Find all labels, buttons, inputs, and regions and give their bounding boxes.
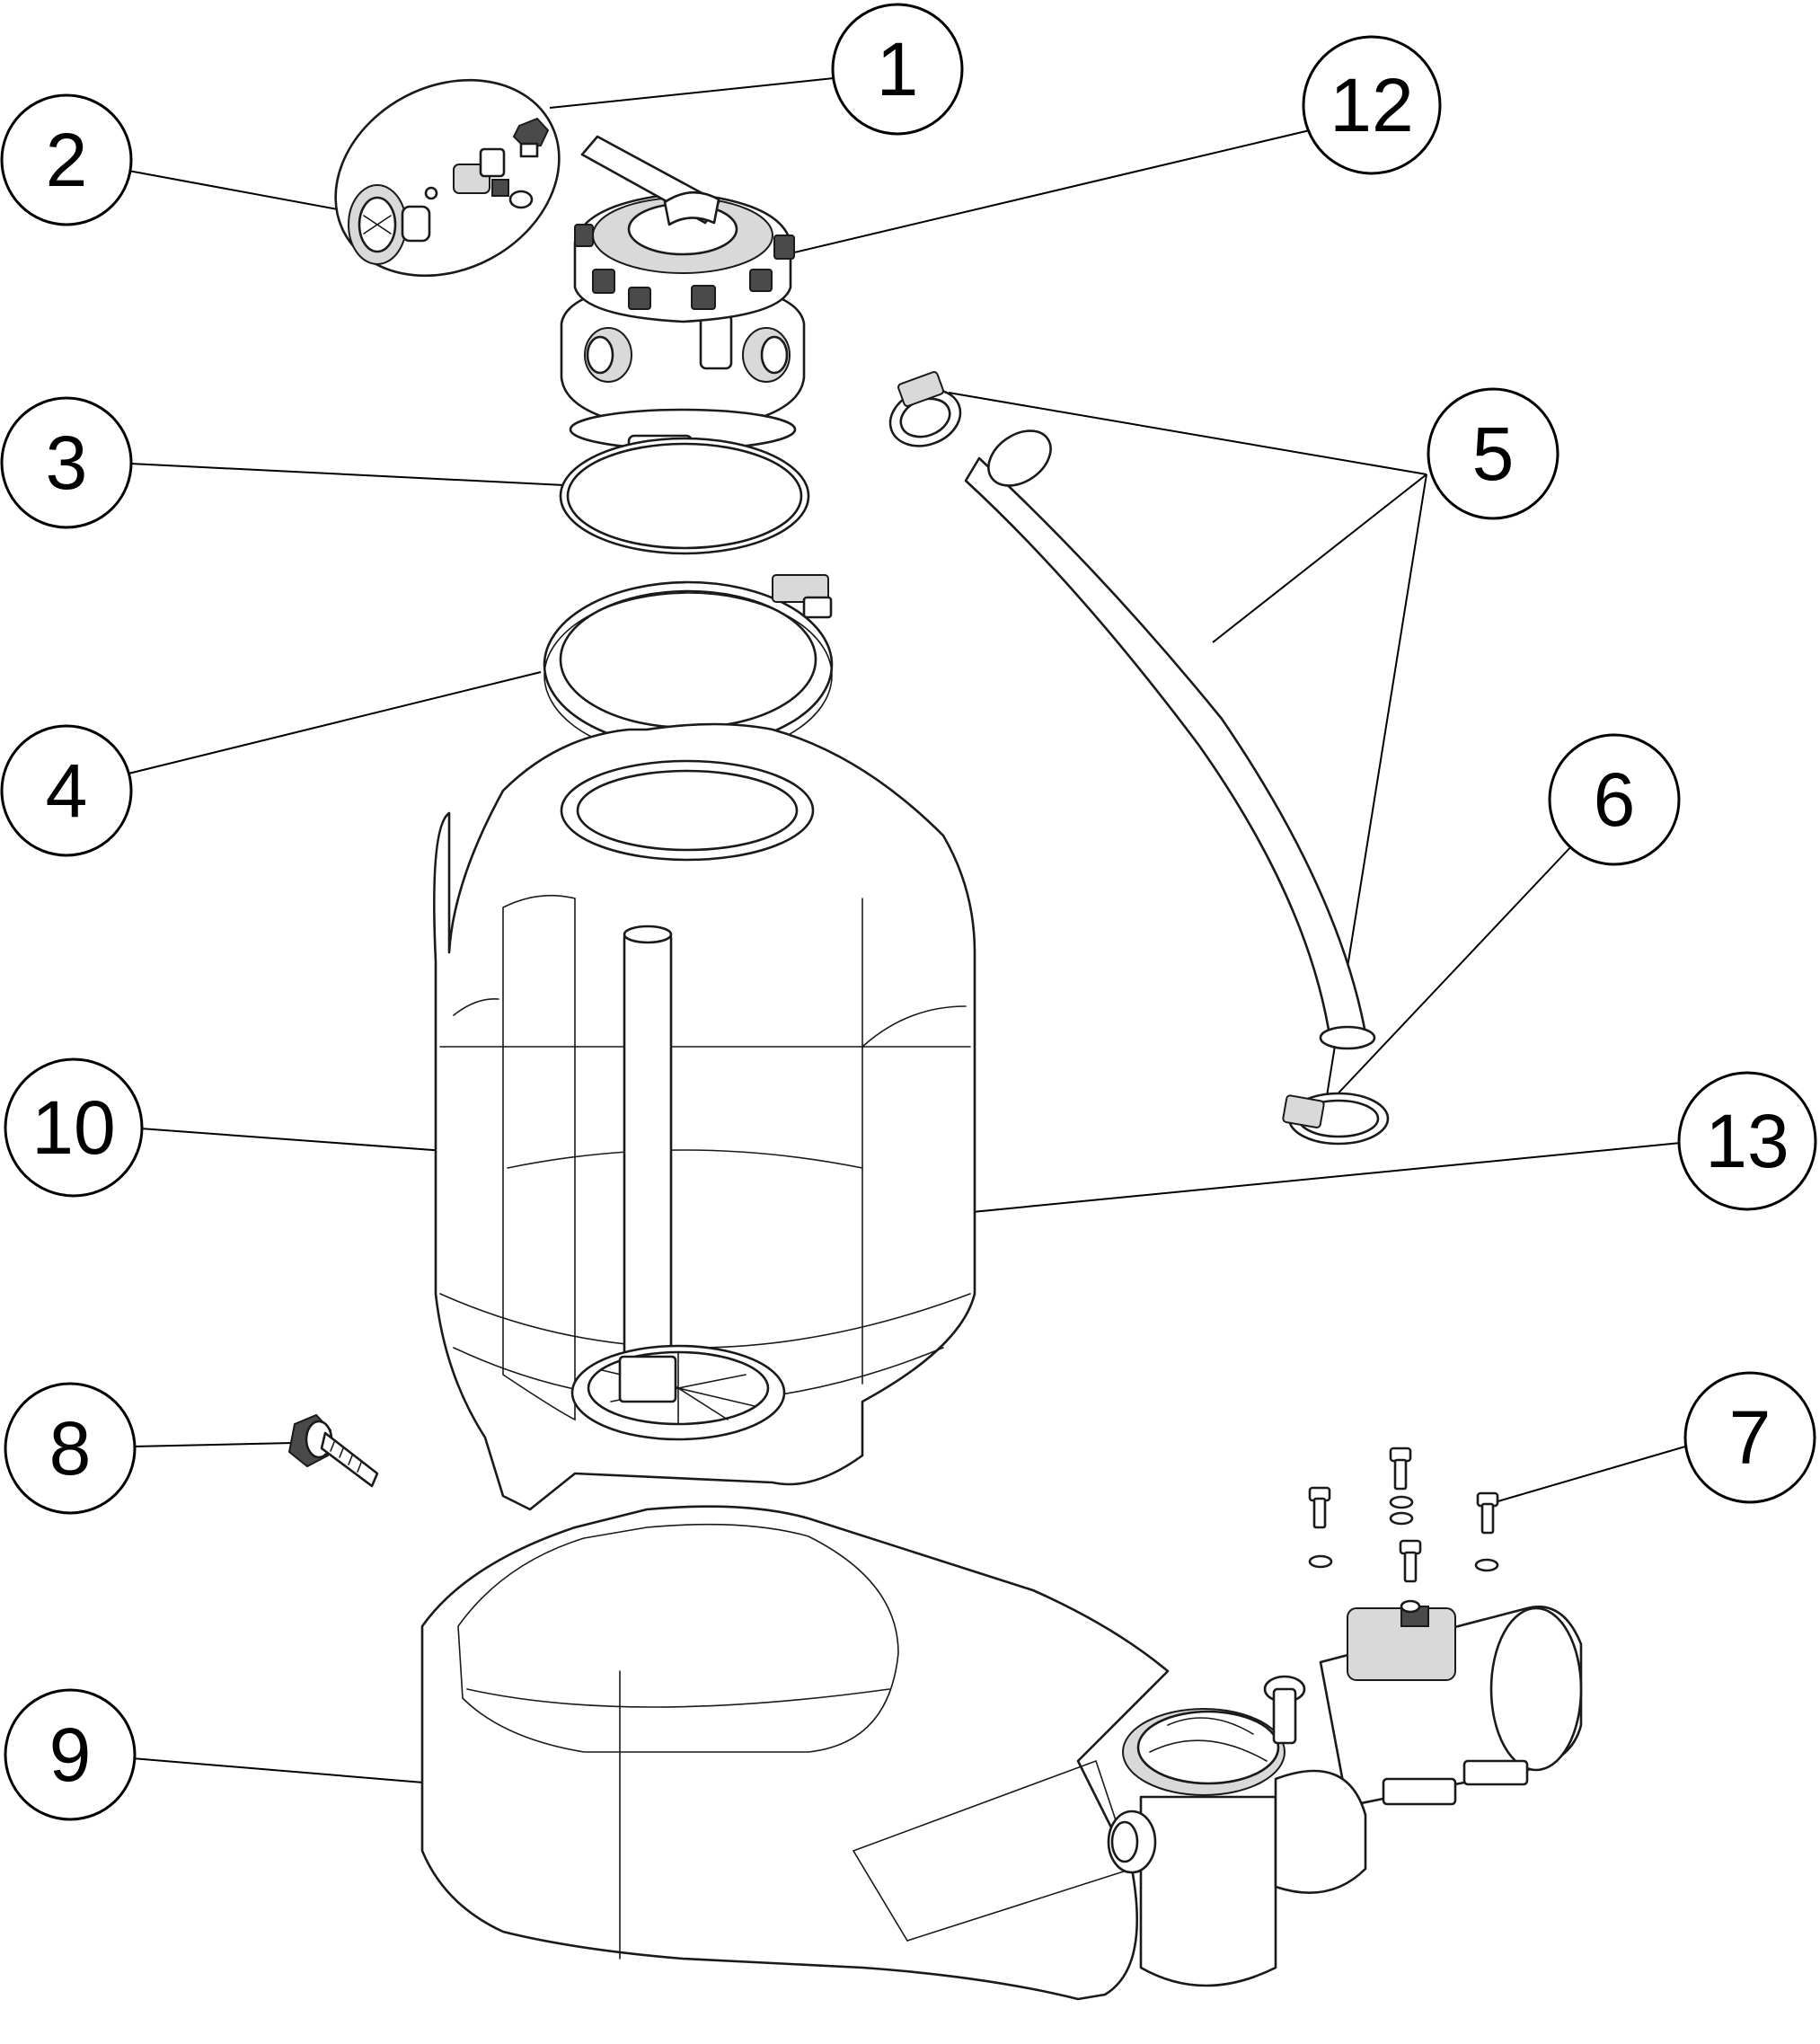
callout-4: 4 [0, 724, 133, 857]
svg-text:1: 1 [877, 27, 919, 111]
standpipe [570, 925, 786, 1441]
callout-9: 9 [4, 1688, 137, 1821]
hose-clamp [1282, 1092, 1390, 1146]
leader-13 [897, 1142, 1682, 1220]
leader-12 [790, 129, 1311, 254]
callout-2: 2 [0, 93, 133, 226]
callout-7: 7 [1683, 1371, 1816, 1504]
callout-5: 5 [1427, 387, 1559, 520]
hose-assembly [888, 371, 1376, 1050]
callout-12: 12 [1302, 35, 1442, 175]
leader-5b [1212, 473, 1427, 643]
leader-5a [948, 392, 1427, 475]
svg-text:7: 7 [1729, 1395, 1771, 1480]
callout-6: 6 [1548, 733, 1681, 866]
callout-1: 1 [831, 3, 964, 136]
svg-text:2: 2 [46, 118, 88, 202]
svg-text:12: 12 [1330, 63, 1413, 147]
fittings-inset [334, 78, 561, 278]
leader-6 [1330, 843, 1575, 1102]
leader-8 [132, 1442, 294, 1447]
callout-8: 8 [4, 1382, 137, 1515]
multiport-valve [560, 135, 806, 473]
callout-10: 10 [4, 1057, 144, 1198]
svg-text:8: 8 [49, 1406, 92, 1491]
leader-3 [129, 463, 565, 486]
filter-tank [433, 722, 976, 1511]
bolt-set [1308, 1447, 1499, 1583]
drain-plug [287, 1413, 379, 1488]
pump [1107, 1599, 1583, 1987]
svg-text:13: 13 [1705, 1099, 1789, 1183]
svg-text:9: 9 [49, 1712, 92, 1797]
leader-4 [128, 671, 542, 774]
o-ring [559, 437, 810, 555]
svg-text:6: 6 [1594, 757, 1636, 842]
svg-text:3: 3 [46, 420, 88, 505]
clamp-ring [543, 574, 834, 759]
leader-7 [1494, 1446, 1686, 1503]
svg-text:4: 4 [46, 748, 88, 833]
callout-13: 13 [1677, 1071, 1817, 1211]
leader-2 [128, 170, 353, 213]
pump-base [420, 1505, 1170, 2001]
leader-1 [549, 77, 835, 109]
svg-text:10: 10 [31, 1085, 115, 1170]
svg-text:5: 5 [1472, 411, 1515, 496]
callout-3: 3 [0, 396, 133, 529]
